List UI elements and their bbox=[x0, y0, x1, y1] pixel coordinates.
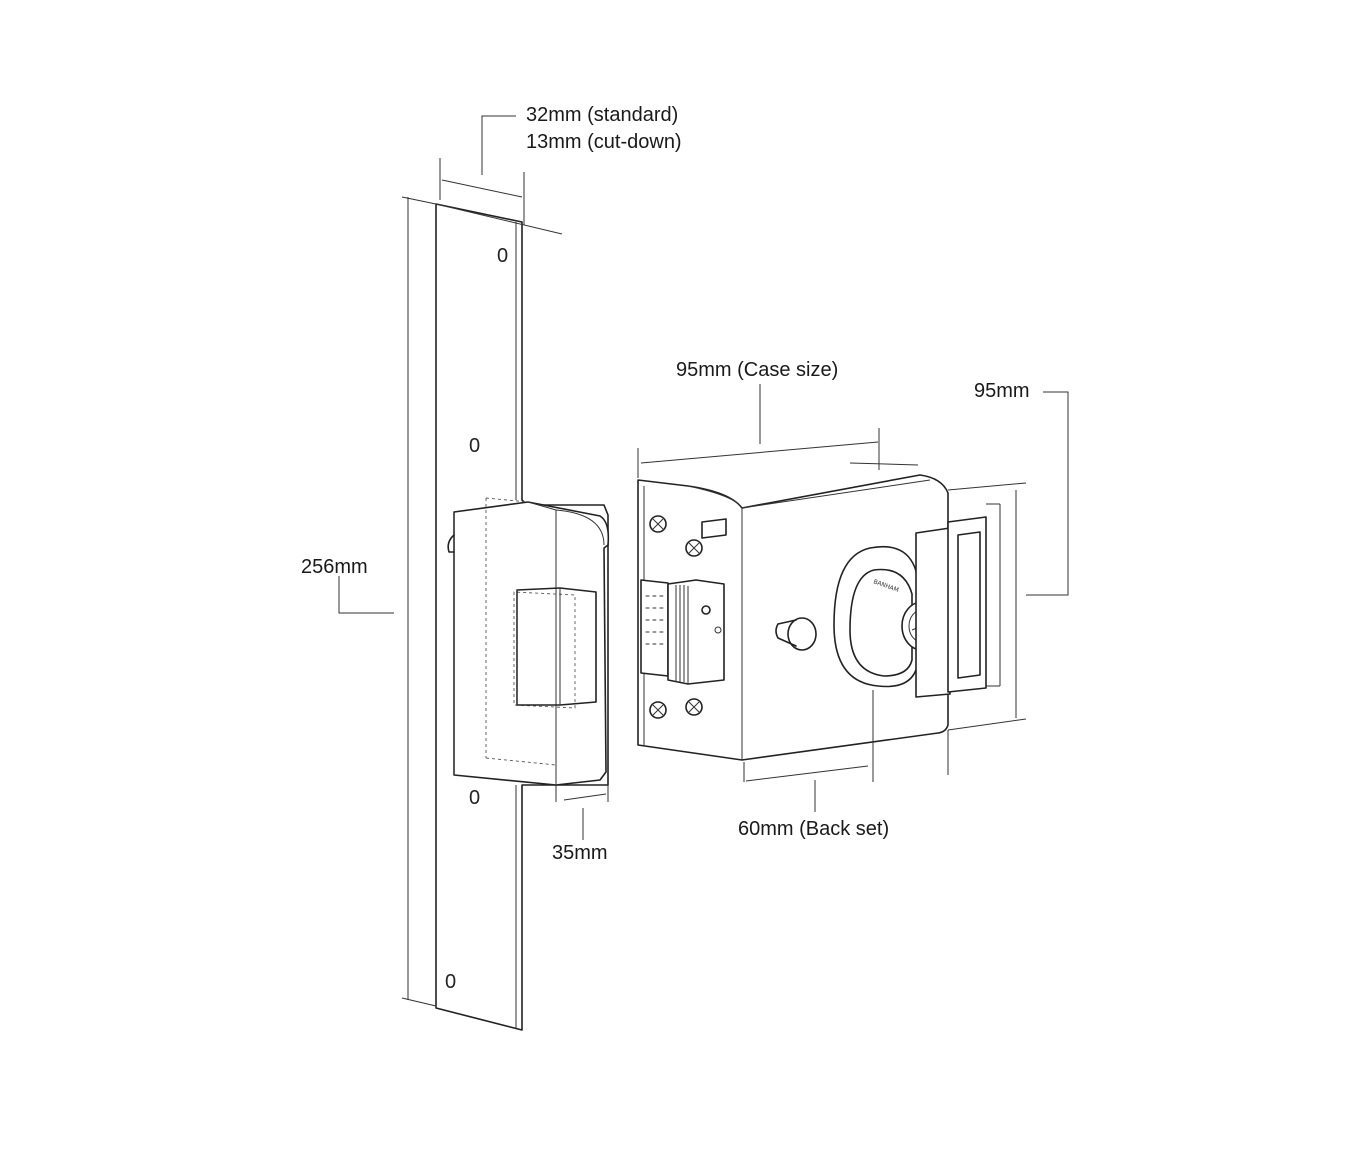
svg-text:= = =: = = = bbox=[645, 593, 664, 600]
push-button bbox=[775, 617, 817, 651]
label-back-set: 60mm (Back set) bbox=[738, 818, 889, 840]
screw-hole-2: 0 bbox=[469, 435, 480, 457]
case-screw-4 bbox=[685, 698, 703, 716]
svg-text:= = =: = = = bbox=[645, 617, 664, 624]
svg-text:= = =: = = = bbox=[645, 605, 664, 612]
label-case-size: 95mm (Case size) bbox=[676, 359, 838, 381]
case-staple bbox=[915, 516, 987, 698]
case-screw-2 bbox=[685, 539, 703, 557]
keep-recess-hidden bbox=[485, 497, 557, 766]
case-screw-3 bbox=[649, 701, 667, 719]
snib-slider bbox=[701, 518, 727, 539]
screw-hole-4: 0 bbox=[445, 971, 456, 993]
label-case-height: 95mm bbox=[974, 380, 1030, 402]
label-strip-width-standard: 32mm (standard) bbox=[526, 104, 678, 126]
label-keep-depth: 35mm bbox=[552, 842, 608, 864]
lock-case-body bbox=[637, 474, 949, 761]
label-strip-width-cutdown: 13mm (cut-down) bbox=[526, 131, 682, 153]
screw-hole-1: 0 bbox=[497, 245, 508, 267]
strike-dimension-lines bbox=[338, 115, 609, 1007]
svg-text:= = =: = = = bbox=[645, 629, 664, 636]
svg-text:= = =: = = = bbox=[645, 641, 664, 648]
rim-lock-case: = = = = = = = = = = = = = = = BANHAM bbox=[637, 474, 987, 761]
keep-box bbox=[453, 501, 610, 786]
strike-plate-keep: 0 0 0 0 bbox=[435, 203, 610, 1031]
case-dimension-lines bbox=[637, 384, 1069, 812]
label-strip-height: 256mm bbox=[301, 556, 368, 578]
latch-bolt bbox=[667, 579, 725, 685]
case-screw-1 bbox=[649, 515, 667, 533]
screw-hole-3: 0 bbox=[469, 787, 480, 809]
